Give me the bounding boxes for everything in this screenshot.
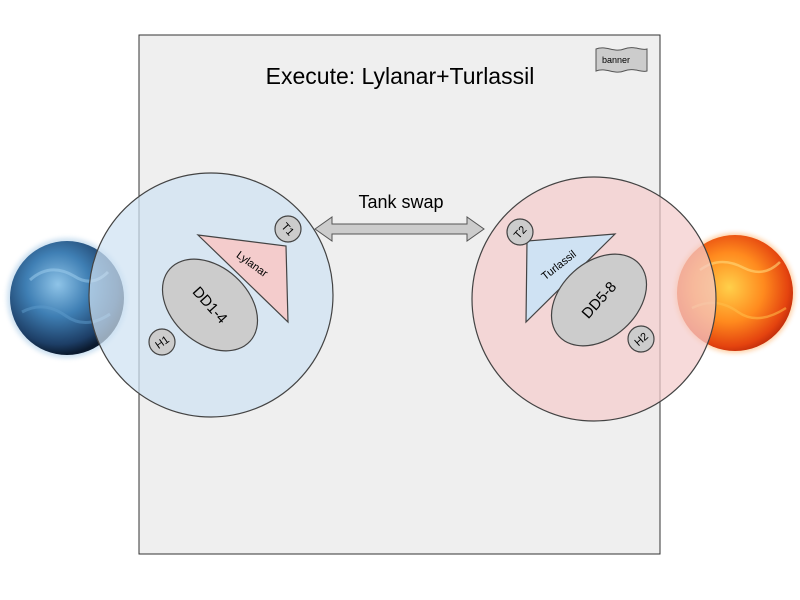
banner-flag-icon: banner (595, 47, 648, 73)
tank-swap-label: Tank swap (358, 192, 443, 212)
banner-label: banner (602, 55, 630, 65)
tank-1-token (274, 215, 302, 243)
dps-group-2-oval (550, 253, 648, 347)
right-group: Turlassil DD5-8 T2 H2 (506, 218, 655, 353)
diagram-title: Execute: Lylanar+Turlassil (266, 63, 535, 89)
double-arrow-icon (314, 216, 485, 242)
healer-1-token (148, 328, 176, 356)
tank-2-token (506, 218, 534, 246)
healer-2-token (627, 325, 655, 353)
dps-group-1-oval (161, 258, 259, 352)
left-group: Lylanar DD1-4 T1 H1 (148, 215, 302, 356)
lylanar-boss-marker (196, 234, 289, 324)
